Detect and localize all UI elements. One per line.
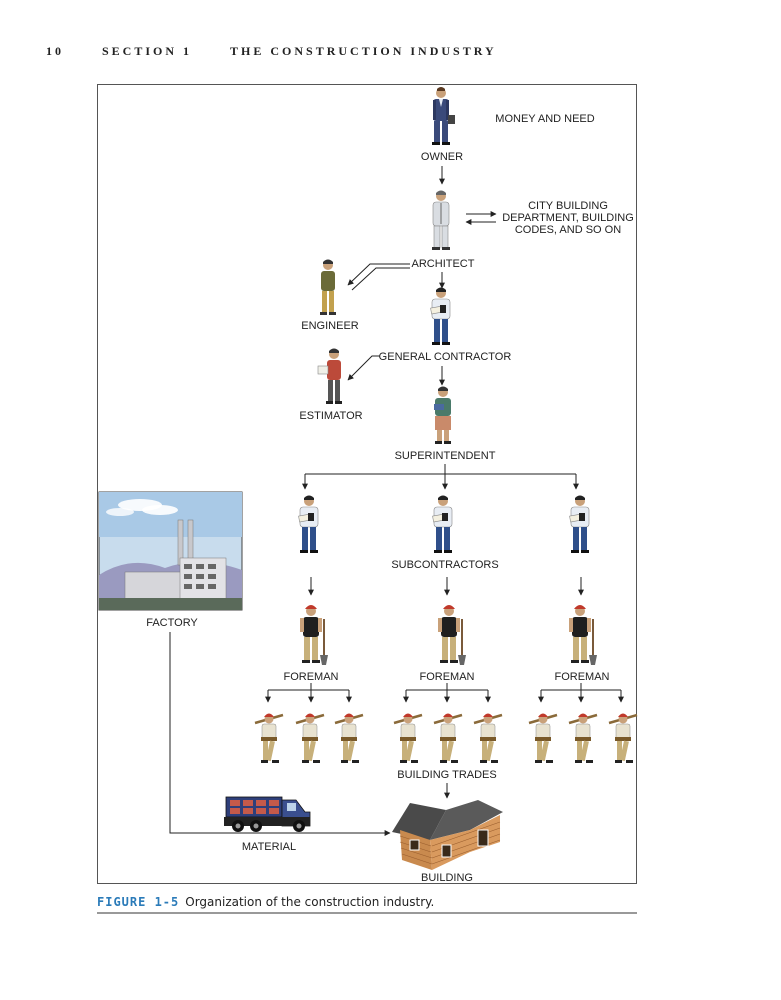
building-trades-label: BUILDING TRADES: [397, 769, 497, 781]
diagram-frame: [97, 84, 637, 884]
tradesman-figure: [472, 712, 504, 765]
engineer-label: ENGINEER: [301, 320, 359, 332]
section-label: SECTION 1: [102, 44, 193, 58]
foreman-label-center: FOREMAN: [419, 671, 475, 683]
general-contractor-label: GENERAL CONTRACTOR: [378, 351, 512, 363]
tradesman-figure: [253, 712, 285, 765]
foreman-figure-right: [568, 604, 598, 666]
material-label: MATERIAL: [241, 841, 297, 853]
arrow-architect-engineer-return: [351, 267, 410, 291]
tradesman-figure: [527, 712, 559, 765]
superintendent-figure: [434, 386, 451, 444]
arrow-architect-engineer: [347, 263, 410, 286]
arrow-contractor-estimator: [347, 355, 380, 381]
figure-caption: FIGURE 1-5 Organization of the constructi…: [97, 895, 434, 909]
tradesman-figure: [392, 712, 424, 765]
superintendent-label: SUPERINTENDENT: [394, 450, 496, 462]
general-contractor-figure: [430, 287, 451, 346]
architect-label: ARCHITECT: [411, 258, 475, 270]
subcontractor-figure-left: [298, 495, 319, 554]
foreman-figure-center: [437, 604, 467, 666]
engineer-figure: [320, 259, 336, 315]
tradesman-figure: [607, 712, 639, 765]
page-number: 10: [46, 44, 64, 58]
building-label: BUILDING: [421, 872, 473, 884]
factory-label: FACTORY: [146, 617, 198, 629]
figure-caption-text: Organization of the construction industr…: [185, 895, 435, 909]
tradesman-figure: [333, 712, 365, 765]
foreman-figure-left: [299, 604, 329, 666]
money-and-need-label: MONEY AND NEED: [495, 113, 595, 125]
figure-number: FIGURE 1-5: [97, 895, 180, 909]
owner-label: OWNER: [420, 151, 464, 163]
tradesman-figure: [294, 712, 326, 765]
subcontractors-label: SUBCONTRACTORS: [391, 559, 499, 571]
subcontractor-figure-center: [432, 495, 453, 554]
estimator-figure: [317, 348, 343, 405]
section-title: THE CONSTRUCTION INDUSTRY: [230, 44, 497, 58]
tradesman-figure: [432, 712, 464, 765]
truck-illustration: [224, 796, 311, 832]
architect-figure: [431, 190, 451, 251]
owner-figure: [432, 87, 455, 145]
factory-illustration: [98, 491, 243, 611]
foreman-label-left: FOREMAN: [283, 671, 339, 683]
city-building-label: CITY BUILDING DEPARTMENT, BUILDING CODES…: [502, 200, 634, 236]
building-illustration: [392, 800, 503, 870]
tradesman-figure: [567, 712, 599, 765]
arrow-factory-building: [169, 632, 391, 836]
caption-rule: [97, 912, 637, 914]
page-header: 10 SECTION 1 THE CONSTRUCTION INDUSTRY: [46, 44, 497, 59]
estimator-label: ESTIMATOR: [299, 410, 363, 422]
subcontractor-figure-right: [569, 495, 590, 554]
foreman-label-right: FOREMAN: [554, 671, 610, 683]
